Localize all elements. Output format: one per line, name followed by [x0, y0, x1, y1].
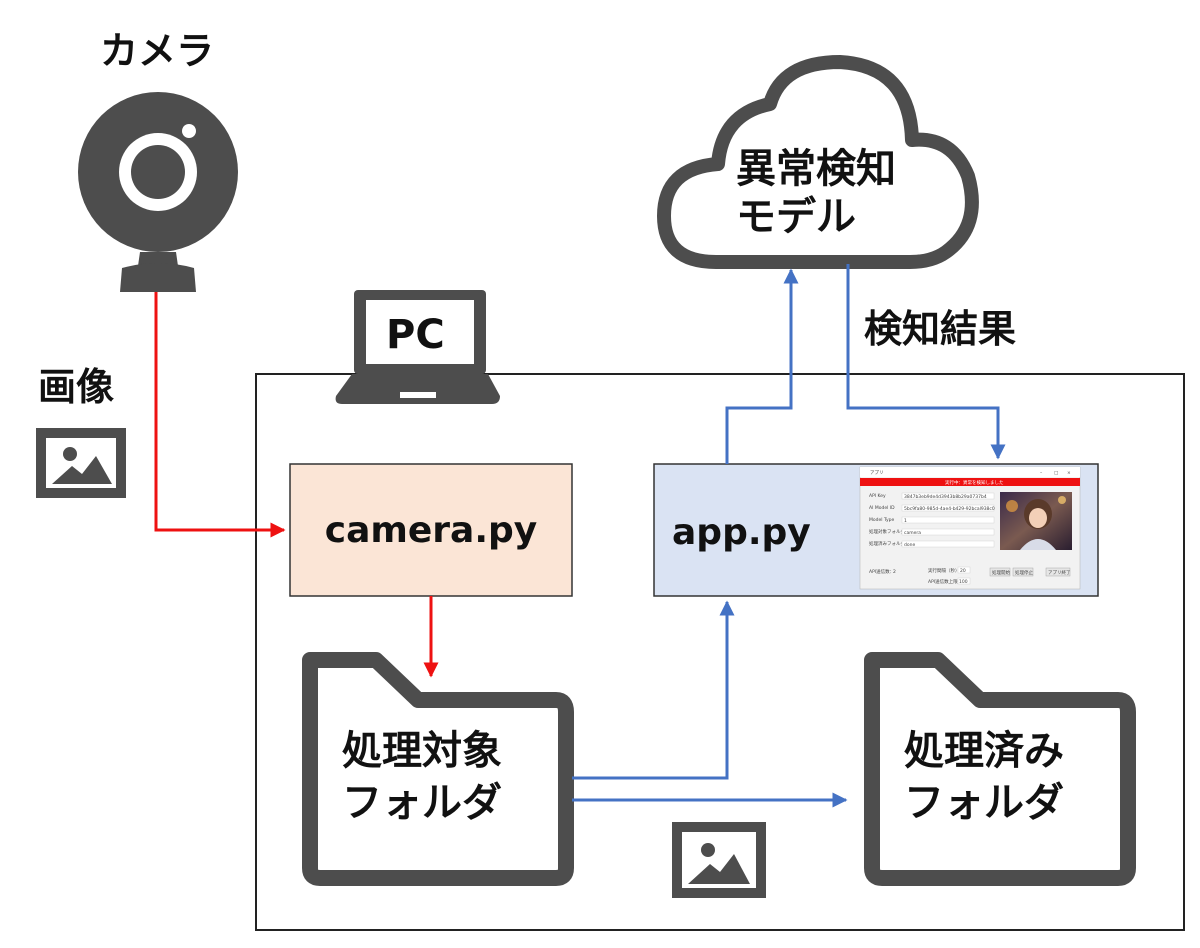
- image-icon: [36, 428, 126, 498]
- app-window-title: アプリ: [870, 470, 884, 476]
- field-input-2[interactable]: [901, 516, 995, 524]
- target-folder-line1: 処理対象: [342, 728, 502, 774]
- field-value-0: 3847b3eb9de4d3943b8b29a0737b4: [904, 494, 987, 500]
- result-label: 検知結果: [864, 307, 1016, 351]
- camera-py-box: [289, 463, 573, 597]
- field-label-1: AI Model ID: [869, 505, 895, 511]
- done-folder-line1: 処理済み: [904, 728, 1064, 774]
- cloud-to-app-result-arrow: [846, 264, 1006, 460]
- window-close-icon[interactable]: ×: [1067, 470, 1071, 476]
- cloud-label-line2: モデル: [736, 194, 856, 240]
- window-min-icon[interactable]: –: [1040, 471, 1043, 476]
- webcam-icon: [78, 92, 238, 292]
- interval-label: 実行間隔（秒）: [928, 567, 960, 574]
- folder-to-app-arrow: [572, 600, 735, 780]
- image-label: 画像: [38, 365, 114, 409]
- laptop-icon: [335, 290, 500, 404]
- preview-photo: [1000, 492, 1072, 550]
- done-folder-line2: フォルダ: [904, 780, 1064, 826]
- field-label-3: 処理対象フォルダ: [869, 528, 905, 535]
- exit-button[interactable]: [1045, 567, 1071, 577]
- field-input-0[interactable]: [901, 492, 995, 500]
- limit-input[interactable]: [957, 577, 971, 585]
- field-label-0: API Key: [869, 493, 886, 499]
- exit-button-label: アプリ終了: [1048, 569, 1071, 576]
- field-value-1: 5bc9fa80-985d-4ae4-b429-92bcal938c0: [904, 506, 995, 512]
- target-folder-line2: フォルダ: [342, 780, 502, 826]
- done-folder-icon: [864, 652, 1136, 886]
- field-label-2: Model Type: [869, 517, 895, 523]
- field-input-4[interactable]: [901, 540, 995, 548]
- field-input-1[interactable]: [901, 504, 995, 512]
- limit-label: API送信数上限: [928, 578, 958, 585]
- window-max-icon[interactable]: □: [1054, 471, 1058, 476]
- app-to-cloud-arrow: [725, 268, 799, 464]
- app-window-thumbnail: アプリ – □ × 実行中：異常を検知しました API Key 3847b3eb…: [859, 466, 1081, 590]
- transfer-image-icon: [672, 822, 766, 898]
- field-value-2: 1: [904, 518, 907, 524]
- app-window-banner: [860, 478, 1080, 486]
- camera-to-script-arrow: [154, 292, 286, 538]
- start-button[interactable]: [989, 567, 1011, 577]
- limit-value: 100: [959, 579, 968, 585]
- stop-button[interactable]: [1012, 567, 1034, 577]
- camera-py-label: camera.py: [325, 510, 538, 551]
- pc-label: PC: [386, 312, 445, 358]
- target-folder-icon: [302, 652, 574, 886]
- cloud-icon: [657, 55, 979, 269]
- stop-button-label: 処理停止: [1015, 569, 1033, 576]
- cloud-label-line1: 異常検知: [736, 146, 896, 192]
- start-button-label: 処理開始: [992, 569, 1010, 576]
- interval-value: 20: [960, 568, 966, 574]
- field-value-3: camera: [904, 530, 921, 536]
- api-count-label: API送信数：: [869, 568, 894, 575]
- field-label-4: 処理済みフォルダ: [869, 540, 905, 547]
- field-value-4: done: [904, 542, 915, 548]
- pc-frame: [255, 373, 1185, 931]
- interval-input[interactable]: [957, 566, 971, 574]
- app-py-label: app.py: [672, 512, 811, 553]
- camera-label: カメラ: [100, 29, 214, 73]
- app-window-banner-text: 実行中：異常を検知しました: [945, 479, 1004, 486]
- api-count-value: 2: [893, 569, 896, 575]
- field-input-3[interactable]: [901, 528, 995, 536]
